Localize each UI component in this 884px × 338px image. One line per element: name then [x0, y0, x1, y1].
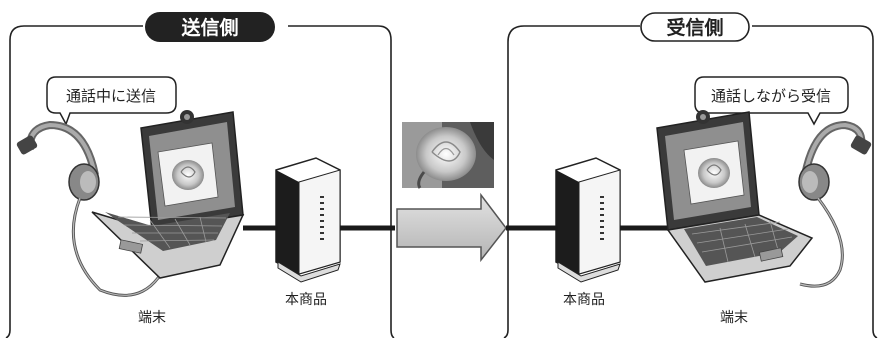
laptop-icon: [91, 110, 245, 279]
receiver-device-label: 本商品: [563, 292, 605, 308]
rose-photo-icon: [402, 122, 494, 189]
sender-speech-bubble: 通話中に送信: [46, 76, 177, 126]
receiver-panel: 受信側 通話しながら受信: [503, 12, 878, 338]
receiver-speech-bubble: 通話しながら受信: [694, 76, 849, 126]
headset-icon: [798, 120, 872, 288]
sender-terminal-label: 端末: [138, 310, 166, 326]
headset-icon: [16, 120, 172, 297]
receiver-speech-text: 通話しながら受信: [711, 87, 831, 105]
laptop-icon: [656, 110, 814, 283]
sender-panel-bottom-hook-left: [5, 329, 11, 338]
sender-title-badge: [145, 12, 275, 42]
sender-device-label: 本商品: [285, 292, 327, 308]
sender-title: 送信側: [181, 16, 238, 39]
sender-speech-text: 通話中に送信: [66, 87, 156, 105]
sender-panel: 送信側 通話中に送信: [5, 12, 395, 338]
receiver-panel-bottom-hook-left: [503, 329, 509, 338]
router-icon: [275, 157, 341, 283]
router-icon: [555, 157, 621, 283]
sender-panel-border: [9, 25, 392, 330]
receiver-panel-border: [507, 25, 874, 330]
transfer-arrow-icon: [396, 192, 507, 263]
sender-panel-bottom-hook-right: [390, 329, 395, 338]
receiver-title-badge: [640, 12, 750, 42]
receiver-panel-bottom-hook-right: [872, 329, 878, 338]
receiver-terminal-label: 端末: [720, 310, 748, 326]
receiver-title: 受信側: [666, 16, 723, 39]
